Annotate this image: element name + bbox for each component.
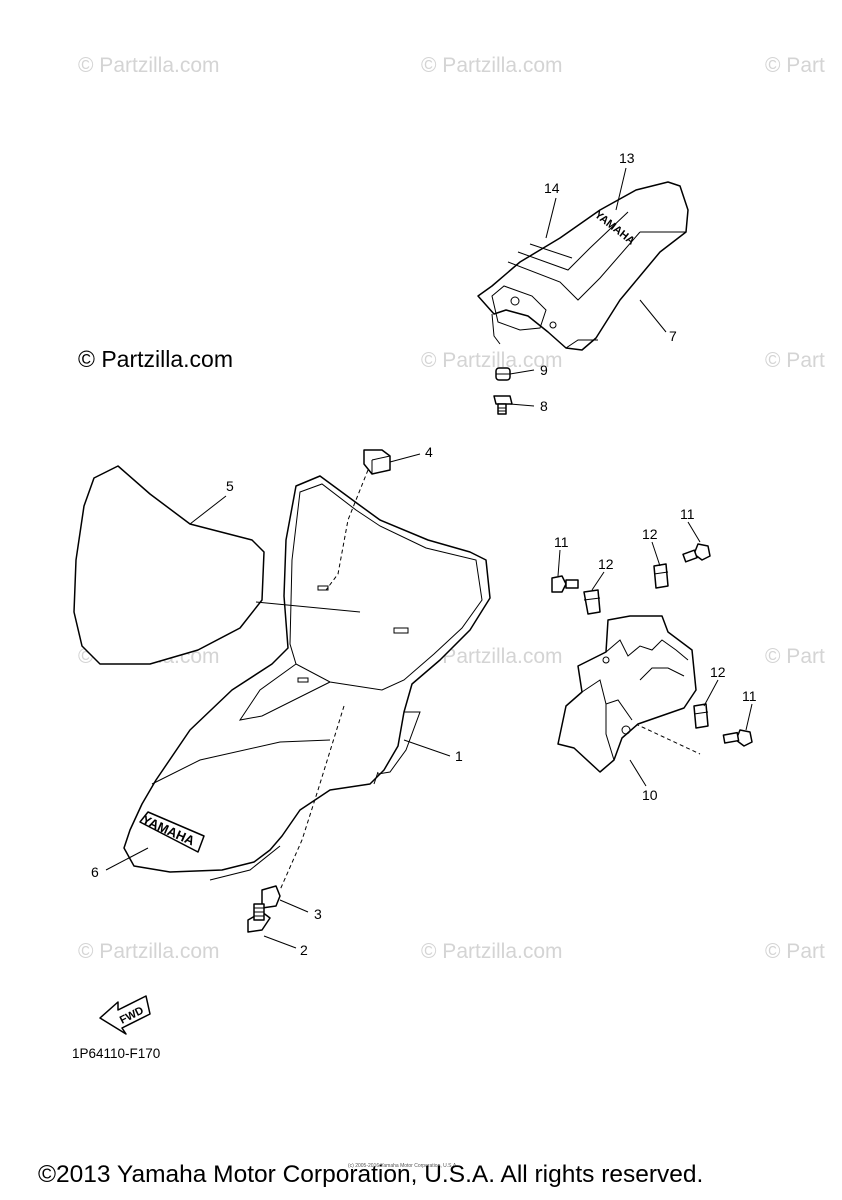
- callout-11-right: 11: [742, 688, 757, 704]
- callout-12-top: 12: [642, 526, 658, 542]
- callout-7: 7: [669, 328, 677, 344]
- seat-logo-decal-drawing: [139, 811, 205, 853]
- bracket-drawing: [557, 615, 697, 773]
- callout-13: 13: [619, 150, 635, 166]
- copyright-notice: ©2013 Yamaha Motor Corporation, U.S.A. A…: [38, 1161, 704, 1188]
- callout-12-left: 12: [598, 556, 614, 572]
- callout-6: 6: [91, 864, 99, 880]
- seat-fasteners-drawing: [247, 885, 281, 933]
- tail-fasteners-drawing: [493, 367, 513, 415]
- seat-clip-drawing: [363, 449, 391, 475]
- main-watermark: © Partzilla.com: [78, 346, 233, 372]
- watermark-row4-right: © Part: [765, 940, 825, 963]
- callout-4: 4: [425, 444, 433, 460]
- fwd-arrow-drawing: [99, 995, 151, 1035]
- callout-8: 8: [540, 398, 548, 414]
- callout-1: 1: [455, 748, 463, 764]
- watermark-row3-right: © Part: [765, 645, 825, 668]
- callout-10: 10: [642, 787, 658, 803]
- watermark-row2-center: © Partzilla.com: [421, 349, 563, 372]
- watermark-top-left: © Partzilla.com: [78, 54, 220, 77]
- fine-print: (c) 2005-2016 Yamaha Motor Corporation, …: [348, 1163, 458, 1169]
- callout-2: 2: [300, 942, 308, 958]
- diagram-code: 1P64110-F170: [72, 1046, 161, 1061]
- seat-center-line: [255, 601, 361, 613]
- callout-11-top: 11: [680, 506, 695, 522]
- callout-3: 3: [314, 906, 322, 922]
- watermark-top-right: © Part: [765, 54, 825, 77]
- seat-drawing: [123, 475, 491, 881]
- seat-cover-panel-drawing: [73, 465, 265, 665]
- bracket-bolts-drawing: [551, 543, 753, 747]
- watermark-top-center: © Partzilla.com: [421, 54, 563, 77]
- leader-lines: [105, 167, 753, 949]
- watermark-row2-right: © Part: [765, 349, 825, 372]
- tail-cover-drawing: [477, 181, 689, 351]
- callout-14: 14: [544, 180, 560, 196]
- callout-11-left: 11: [554, 534, 569, 550]
- callout-12-right: 12: [710, 664, 726, 680]
- bracket-clips-drawing: [583, 563, 709, 729]
- watermark-row4-center: © Partzilla.com: [421, 940, 563, 963]
- watermark-row4-left: © Partzilla.com: [78, 940, 220, 963]
- callout-5: 5: [226, 478, 234, 494]
- watermark-row3-center: © Partzilla.com: [421, 645, 563, 668]
- callout-9: 9: [540, 362, 548, 378]
